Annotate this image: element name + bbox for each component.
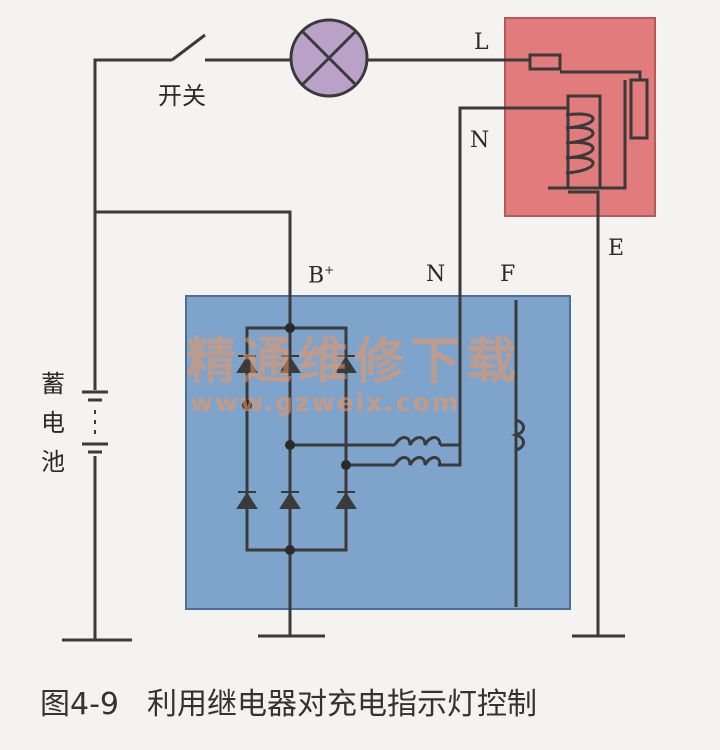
label-battery-1: 蓄 (41, 370, 65, 398)
label-switch: 开关 (158, 82, 206, 110)
label-battery-2: 电 (41, 409, 65, 437)
label-B-superscript: + (324, 263, 335, 277)
watermark-url: www.gzweix.com (190, 388, 460, 417)
label-B-plus: B+ (308, 264, 334, 287)
field-coil (510, 418, 525, 452)
relay-armature (629, 78, 649, 140)
label-N-relay: N (470, 128, 490, 153)
label-battery-3: 池 (41, 448, 65, 476)
junction-bplus (285, 323, 295, 333)
wiring (62, 33, 649, 642)
rectifier-frame (245, 326, 348, 552)
junction-right (341, 460, 351, 470)
label-F: F (500, 262, 516, 287)
relay-contact-L (528, 53, 562, 71)
n-wire (438, 106, 568, 467)
label-L: L (474, 30, 489, 55)
relay-contact-arm (560, 70, 642, 80)
battery (80, 390, 112, 456)
figure-title: 利用继电器对充电指示灯控制 (147, 687, 537, 722)
junctions (242, 323, 351, 555)
diodes-upper (236, 355, 357, 373)
label-E: E (608, 236, 625, 261)
relay-coil-winding (565, 112, 595, 175)
label-N-gen: N (426, 262, 446, 287)
watermark-text: 精通维修下载 (186, 332, 522, 390)
junction-left (242, 400, 252, 410)
generator-box (185, 295, 571, 610)
diodes-lower (236, 491, 357, 509)
left-main-wire (93, 58, 172, 390)
inductor-lower (393, 456, 442, 466)
figure-caption: 图4-9 利用继电器对充电指示灯控制 (40, 690, 537, 720)
diode-upper-right (335, 356, 357, 373)
junction-ground (285, 545, 295, 555)
diode-lower-mid (279, 492, 301, 509)
figure-number: 图4-9 (40, 687, 119, 722)
switch-lever (171, 33, 206, 62)
inductor-upper (393, 436, 442, 446)
diode-upper-left (236, 356, 258, 373)
diode-lower-left (236, 492, 258, 509)
label-B: B (308, 263, 325, 289)
diode-upper-mid (279, 356, 301, 373)
indicator-lamp (289, 18, 369, 98)
junction-mid (285, 440, 295, 450)
b-plus-wire (95, 210, 292, 328)
e-wire (568, 190, 600, 636)
diode-lower-right (335, 492, 357, 509)
